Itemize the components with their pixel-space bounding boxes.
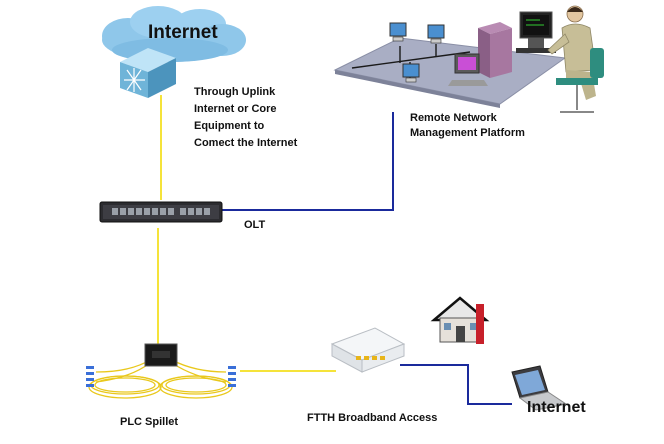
internet-cloud-label: Internet — [148, 22, 218, 43]
internet-laptop-label: Internet — [527, 399, 586, 416]
plc-splitter-icon — [86, 343, 236, 399]
desktop-pc-icon — [402, 63, 420, 83]
house-icon — [430, 296, 490, 344]
core-switch-icon — [120, 48, 176, 98]
olt-to-nms-link — [222, 112, 394, 211]
uplink-description-label: Through Uplink Internet or Core Equipmen… — [194, 84, 324, 152]
desktop-pc-icon — [427, 24, 445, 44]
ftth-access-label: FTTH Broadband Access — [307, 412, 438, 424]
laptop-icon — [511, 365, 568, 411]
olt-label: OLT — [244, 219, 266, 231]
nms-platform-label: Remote Network Management Platform — [410, 111, 570, 141]
uplink-line: Internet or Core — [194, 103, 277, 115]
uplink-line: Comect the Internet — [194, 137, 298, 149]
nms-line: Remote Network — [410, 112, 497, 124]
onu-to-laptop-link — [400, 364, 512, 405]
operator-workstation-icon — [516, 5, 604, 113]
nms-line: Management Platform — [410, 127, 525, 139]
olt-device-icon — [99, 201, 223, 223]
workstation-monitor-icon — [448, 53, 488, 86]
lan-network-icon — [333, 22, 567, 108]
plc-splitter-label: PLC Spillet — [120, 416, 179, 428]
uplink-line: Equipment to — [194, 120, 265, 132]
uplink-line: Through Uplink — [194, 86, 276, 98]
onu-router-icon — [330, 327, 406, 373]
desktop-pc-icon — [389, 22, 407, 42]
server-tower-icon — [478, 22, 512, 78]
